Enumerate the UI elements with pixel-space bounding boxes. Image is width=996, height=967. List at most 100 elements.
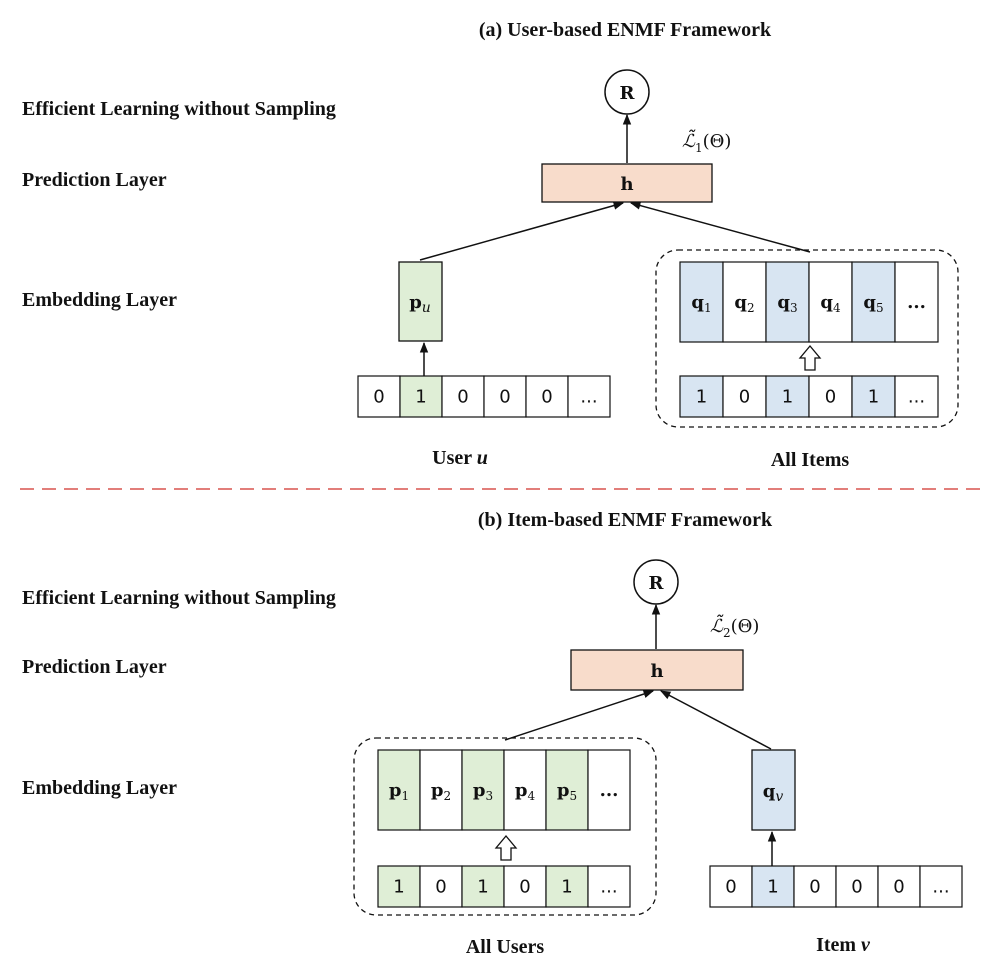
panel-b-title: (b) Item-based ENMF Framework	[478, 509, 773, 531]
panel-b-arrow-item-to-h	[660, 690, 772, 750]
vector-cell	[851, 375, 896, 418]
panel-b-h-label: h	[650, 661, 663, 682]
panel-b: (b) Item-based ENMF Framework Efficient …	[22, 509, 963, 958]
embedding-cell-label: q5	[863, 292, 883, 315]
panel-b-prediction-label: Prediction Layer	[22, 656, 167, 678]
vector-cell	[461, 865, 505, 908]
panel-a-learning-label: Efficient Learning without Sampling	[22, 98, 336, 120]
panel-b-arrow-users-to-h	[504, 689, 654, 741]
vector-cell	[377, 865, 421, 908]
vector-cell	[419, 865, 463, 908]
embedding-cell-label: p1	[389, 780, 409, 803]
embedding-cell-label: p3	[473, 780, 493, 803]
embedding-cell	[419, 749, 463, 831]
panel-a-user-label: User u	[432, 447, 488, 469]
panel-b-embedding-label: Embedding Layer	[22, 777, 177, 799]
panel-a-item-embeddings: q1 q2 q3 q4 q5...	[679, 261, 939, 343]
vector-cell-label: ...	[580, 387, 597, 408]
vector-cell	[709, 865, 753, 908]
panel-a-prediction-label: Prediction Layer	[22, 169, 167, 191]
panel-a-items-label: All Items	[771, 449, 850, 471]
panel-a-output-node-label: R	[620, 83, 636, 104]
vector-cell	[587, 865, 631, 908]
vector-cell-label: ...	[908, 387, 925, 408]
embedding-cell-label: p2	[431, 780, 451, 803]
vector-cell-label: 1	[868, 387, 879, 408]
vector-cell	[722, 375, 767, 418]
vector-cell-label: 0	[519, 877, 530, 898]
vector-cell-label: 0	[541, 387, 552, 408]
panel-b-hollow-arrow-icon	[494, 834, 518, 861]
vector-cell-label: 0	[809, 877, 820, 898]
embedding-cell-label: q3	[777, 292, 797, 315]
vector-cell-label: 1	[561, 877, 572, 898]
embedding-cell-label: p4	[515, 780, 536, 803]
vector-cell-label: 0	[457, 387, 468, 408]
embedding-cell-label: p5	[557, 780, 577, 803]
vector-cell-label: 1	[767, 877, 778, 898]
vector-cell	[835, 865, 879, 908]
embedding-cell	[503, 749, 547, 831]
vector-cell	[483, 375, 527, 418]
vector-cell-label: 1	[415, 387, 426, 408]
embedding-cell	[765, 261, 810, 343]
embedding-cell-label: ...	[600, 780, 619, 801]
vector-cell	[399, 375, 443, 418]
embedding-cell	[461, 749, 505, 831]
vector-cell-label: 0	[725, 877, 736, 898]
vector-cell	[503, 865, 547, 908]
panel-a-loss: ℒ̃1(Θ)	[682, 130, 731, 155]
panel-a-h-label: h	[620, 174, 633, 195]
panel-b-user-embeddings: p1 p2 p3 p4 p5...	[377, 749, 631, 831]
panel-b-users-label: All Users	[466, 936, 545, 958]
embedding-cell-label: q4	[820, 292, 841, 315]
panel-a-items-vector: 1 0 1 0 1...	[679, 375, 939, 418]
embedding-cell	[851, 261, 896, 343]
panel-b-item-label: Item v	[816, 934, 871, 956]
panel-b-learning-label: Efficient Learning without Sampling	[22, 587, 336, 609]
vector-cell	[679, 375, 724, 418]
panel-b-users-vector: 1 0 1 0 1...	[377, 865, 631, 908]
panel-b-item-embedding	[751, 749, 796, 831]
vector-cell-label: ...	[600, 877, 617, 898]
vector-cell	[441, 375, 485, 418]
vector-cell-label: 0	[435, 877, 446, 898]
panel-a-h-box	[541, 163, 713, 203]
panel-b-loss: ℒ̃2(Θ)	[710, 615, 759, 640]
embedding-cell	[377, 749, 421, 831]
panel-a: (a) User-based ENMF Framework Efficient …	[22, 19, 959, 471]
panel-b-output-node-label: R	[649, 573, 665, 594]
vector-cell-label: 0	[373, 387, 384, 408]
panel-a-title: (a) User-based ENMF Framework	[479, 19, 772, 41]
vector-cell-label: 0	[739, 387, 750, 408]
vector-cell-label: 1	[696, 387, 707, 408]
vector-cell	[877, 865, 921, 908]
vector-cell-label: 0	[851, 877, 862, 898]
embedding-cell-label: q1	[691, 292, 711, 315]
embedding-cell	[894, 261, 939, 343]
embedding-cell	[545, 749, 589, 831]
vector-cell	[919, 865, 963, 908]
vector-cell-label: ...	[932, 877, 949, 898]
panel-a-hollow-arrow-icon	[798, 344, 822, 371]
vector-cell-label: 1	[477, 877, 488, 898]
vector-cell-label: 1	[782, 387, 793, 408]
panel-a-arrow-items-to-h	[629, 201, 811, 253]
vector-cell	[567, 375, 611, 418]
vector-cell-label: 0	[825, 387, 836, 408]
panel-a-user-embedding-label: pu	[409, 292, 431, 316]
embedding-cell	[587, 749, 631, 831]
vector-cell	[751, 865, 795, 908]
panel-a-arrow-user-to-h	[419, 201, 625, 261]
panel-b-h-box	[570, 649, 744, 691]
vector-cell	[357, 375, 401, 418]
vector-cell-label: 1	[393, 877, 404, 898]
panel-a-embedding-label: Embedding Layer	[22, 289, 177, 311]
panel-a-user-embedding	[398, 261, 443, 342]
panel-b-users-group	[353, 737, 657, 916]
embedding-cell-label: q2	[734, 292, 754, 315]
embedding-cell-label: ...	[907, 292, 926, 313]
